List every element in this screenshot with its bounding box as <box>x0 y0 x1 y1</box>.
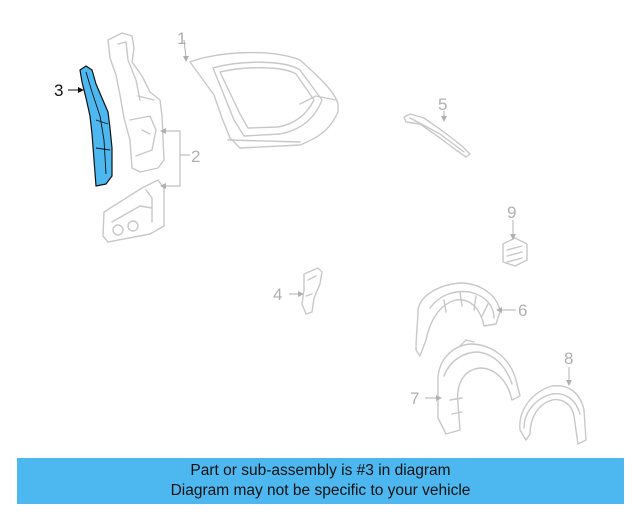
part-7-inner-wheelhouse[interactable] <box>437 339 521 435</box>
parts-diagram: 1 2 3 4 5 6 7 8 9 <box>54 29 587 445</box>
callout-2: 2 <box>191 147 200 166</box>
part-6-wheelhouse[interactable] <box>415 282 501 357</box>
callout-1: 1 <box>177 29 186 48</box>
callout-9: 9 <box>507 203 516 222</box>
part-1-quarter-panel[interactable] <box>189 51 339 149</box>
callout-4: 4 <box>273 285 282 304</box>
arrowhead-3 <box>78 87 84 93</box>
banner-line-2: Diagram may not be specific to your vehi… <box>170 482 471 499</box>
leader-lines <box>164 39 570 399</box>
arrowheads <box>160 56 572 401</box>
banner-line-1: Part or sub-assembly is #3 in diagram <box>190 462 451 479</box>
part-5-molding[interactable] <box>403 113 471 158</box>
callout-6: 6 <box>518 301 527 320</box>
callout-3: 3 <box>54 81 63 100</box>
part-2-lower-panel[interactable] <box>102 179 165 243</box>
callout-7: 7 <box>410 389 419 408</box>
callout-8: 8 <box>564 349 573 368</box>
part-4-bracket[interactable] <box>301 267 323 315</box>
part-2-inner-pillar[interactable] <box>107 32 165 173</box>
info-banner: Part or sub-assembly is #3 in diagram Di… <box>17 458 624 504</box>
part-8-arch[interactable] <box>519 385 587 445</box>
callout-5: 5 <box>438 95 447 114</box>
part-3-pillar-reinforcement[interactable] <box>79 65 113 187</box>
part-9-clip[interactable] <box>502 237 528 267</box>
